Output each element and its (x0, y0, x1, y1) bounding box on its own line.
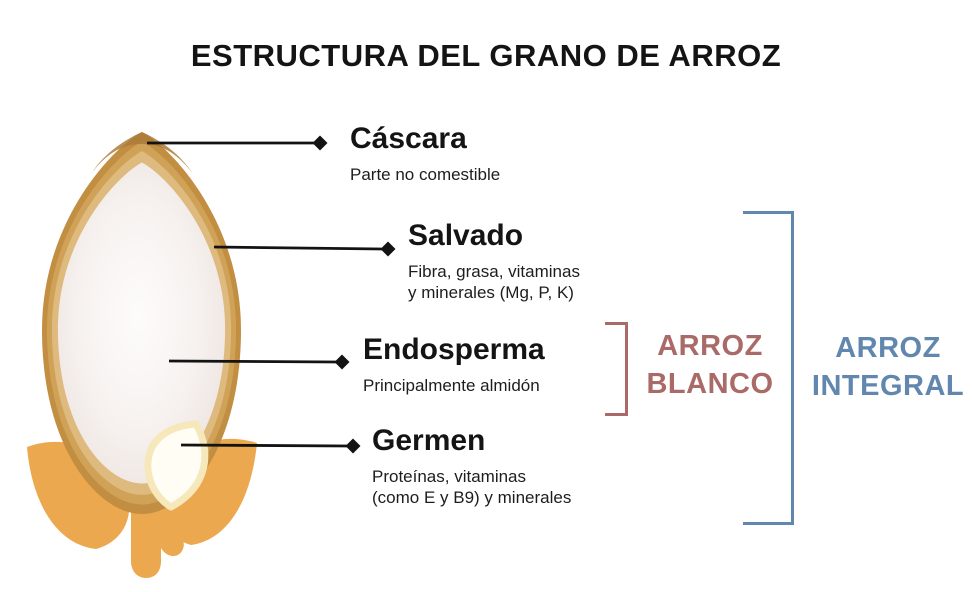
salvado-pointer-line (213, 245, 385, 251)
white-rice-bracket (605, 322, 628, 416)
salvado-description: Fibra, grasa, vitaminas y minerales (Mg,… (408, 262, 580, 302)
hull-tip-shade (91, 132, 193, 174)
endosperma-name: Endosperma (363, 333, 545, 366)
germen-description: Proteínas, vitaminas (como E y B9) y min… (372, 467, 572, 507)
endosperm-body (57, 162, 226, 484)
label-endosperma: Endosperma Principalmente almidón (363, 333, 545, 396)
label-salvado: Salvado Fibra, grasa, vitaminas y minera… (408, 219, 580, 303)
label-cascara: Cáscara Parte no comestible (350, 122, 500, 185)
cascara-description: Parte no comestible (350, 165, 501, 184)
label-germen: Germen Proteínas, vitaminas (como E y B9… (372, 424, 571, 508)
pointer-diamonds (312, 135, 396, 454)
endosperma-description: Principalmente almidón (363, 376, 540, 395)
germen-name: Germen (372, 424, 486, 457)
germen-pointer-line (180, 443, 350, 448)
white-rice-label: ARROZ BLANCO (646, 330, 774, 400)
pointer-lines (147, 141, 385, 448)
endosperma-pointer-line (168, 359, 339, 364)
page-title: ESTRUCTURA DEL GRANO DE ARROZ (190, 38, 782, 73)
cascara-name: Cáscara (350, 122, 467, 155)
germen-diamond-icon (345, 438, 361, 454)
integral-rice-bracket (743, 211, 794, 525)
cascara-diamond-icon (312, 135, 328, 151)
endosperma-diamond-icon (334, 354, 350, 370)
salvado-name: Salvado (408, 219, 524, 252)
integral-rice-label: ARROZ INTEGRAL (811, 332, 965, 402)
salvado-diamond-icon (380, 241, 396, 257)
